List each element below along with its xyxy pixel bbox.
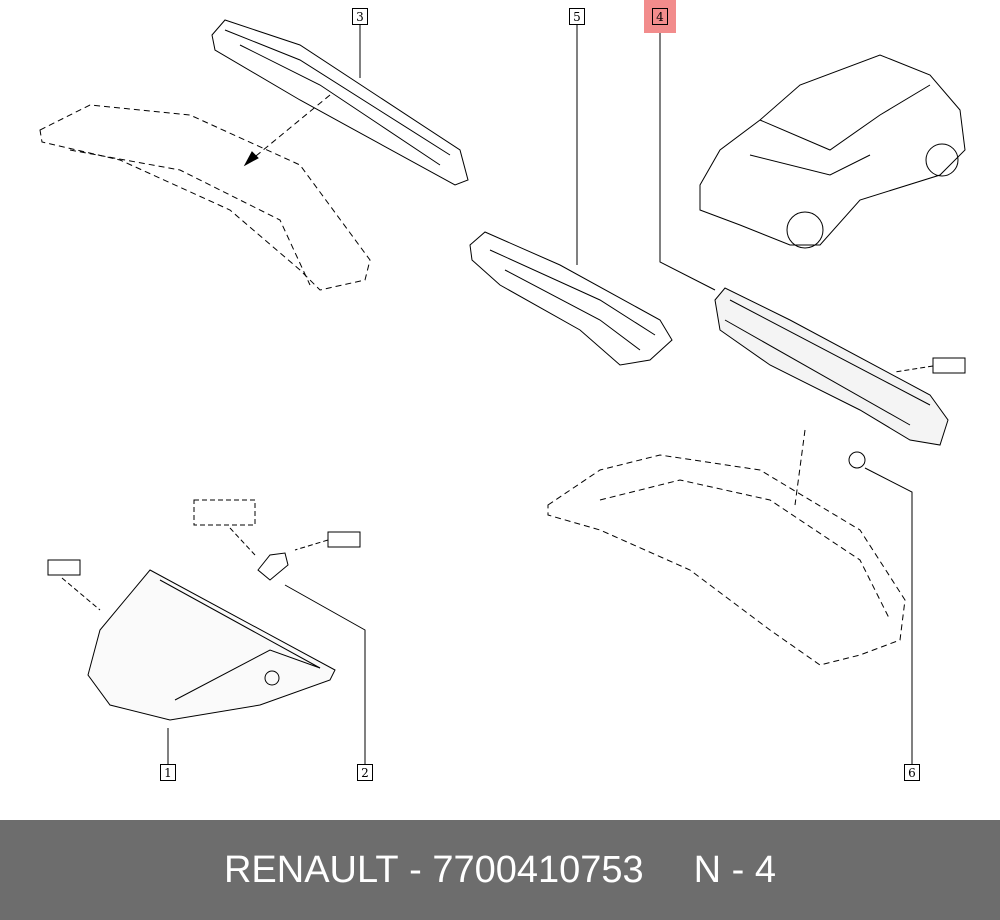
part-number: 7700410753 [432,848,644,891]
callout-2[interactable]: 2 [357,764,373,781]
part-6-nut [848,451,866,469]
part-1-lens [87,569,336,721]
arrows [61,365,934,611]
diagram-ref: N - 4 [693,848,777,891]
ref-box [47,559,81,576]
ref-box-dashed [193,499,256,526]
ref-box [932,357,966,374]
part-2-bulb [257,552,289,581]
ref-box [327,531,361,548]
callout-1[interactable]: 1 [160,764,176,781]
callout-5[interactable]: 5 [569,8,585,25]
callout-6[interactable]: 6 [904,764,920,781]
callout-4[interactable]: 4 [644,0,676,33]
part-5-housing [469,231,673,366]
leader-lines [167,25,913,765]
car-illustration [699,54,966,249]
part-3-upper-light [211,19,469,186]
brand: RENAULT [223,848,399,891]
footer-bar: RENAULT - 7700410753 N - 4 [0,820,1000,920]
part-4-third-brake-light [714,287,949,446]
diagram-drawing [39,19,966,765]
separator: - [398,848,433,891]
spoiler-outline-dashed-lower [547,429,906,666]
callout-3[interactable]: 3 [352,8,368,25]
spoiler-outline-dashed-upper [39,94,371,291]
